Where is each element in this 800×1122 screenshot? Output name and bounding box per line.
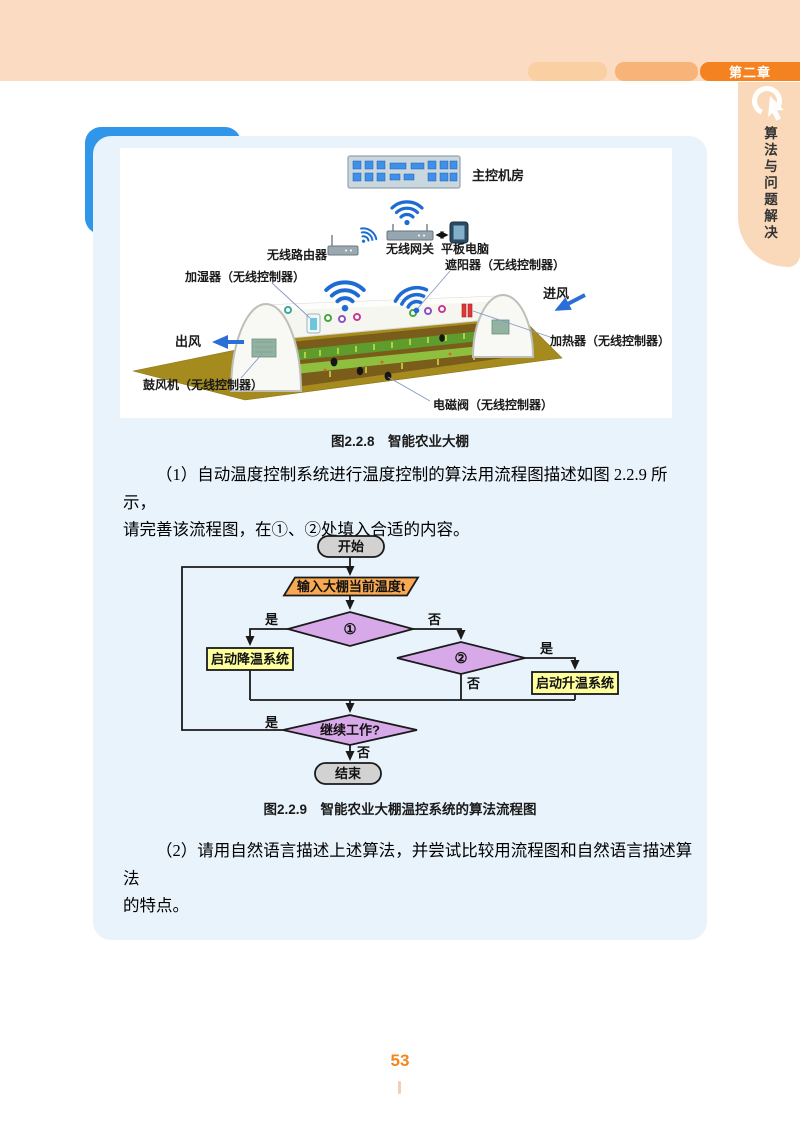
router-device xyxy=(327,235,359,256)
decision-2-label: ② xyxy=(455,651,468,667)
figure-caption-2-2-8: 图2.2.8 智能农业大棚 xyxy=(330,434,470,449)
blower-vent xyxy=(251,338,277,358)
side-tab-label: 算法与问题解决 xyxy=(762,126,777,242)
heat-node xyxy=(531,671,619,695)
cursor-click-icon xyxy=(752,86,784,121)
label-shade: 遮阳器（无线控制器） xyxy=(445,257,565,272)
question-1-line-1: （1）自动温度控制系统进行温度控制的算法用流程图描述如图 2.2.9 所示， xyxy=(123,465,668,512)
label-gateway: 无线网关 xyxy=(385,241,434,256)
question-1-line-2: 请完善该流程图，在①、②处填入合适的内容。 xyxy=(123,520,470,539)
end-label: 结束 xyxy=(335,766,362,781)
label-blower: 鼓风机（无线控制器） xyxy=(143,377,263,392)
page-number-tick xyxy=(398,1081,401,1094)
question-2: （2）请用自然语言描述上述算法，并尝试比较用流程图和自然语言描述算法 的特点。 xyxy=(123,837,693,920)
label-router: 无线路由器 xyxy=(266,247,328,262)
input-label: 输入大棚当前温度t xyxy=(297,579,406,594)
loop-node xyxy=(282,714,418,746)
header-tab-1 xyxy=(528,62,607,81)
gateway-device xyxy=(386,224,434,241)
right-arch xyxy=(471,294,535,358)
decision-1-node xyxy=(284,611,417,647)
flow-lines xyxy=(181,557,580,761)
decision-2-node xyxy=(396,641,526,675)
question-1: （1）自动温度控制系统进行温度控制的算法用流程图描述如图 2.2.9 所示， 请… xyxy=(123,461,693,544)
label-air-in: 进风 xyxy=(543,286,569,301)
figure-caption-2-2-9: 图2.2.9 智能农业大棚温控系统的算法流程图 xyxy=(263,802,537,817)
end-node xyxy=(314,762,382,785)
label-tablet: 平板电脑 xyxy=(441,241,489,256)
decision-1-label: ① xyxy=(344,622,357,638)
side-tab: 算法与问题解决 xyxy=(738,82,800,267)
label-heater: 加热器（无线控制器） xyxy=(549,333,670,348)
label-air-out: 出风 xyxy=(175,334,201,349)
heater-device xyxy=(461,303,473,318)
start-node xyxy=(317,535,385,558)
leader-lines xyxy=(240,270,551,402)
question-2-line-2: 的特点。 xyxy=(123,896,189,915)
no-1: 否 xyxy=(427,612,441,627)
wifi-icon-gateway xyxy=(390,200,424,227)
greenhouse-illustration: 主控机房 无线网关 平板电脑 遮阳器（无线控制器） 无线路由器 加湿器（无线控制… xyxy=(132,155,670,412)
cool-node xyxy=(206,647,294,671)
loop-label: 继续工作? xyxy=(320,723,380,738)
page-number: 53 xyxy=(390,1051,410,1070)
cool-label: 启动降温系统 xyxy=(211,652,289,667)
tablet-device xyxy=(449,221,469,244)
input-node xyxy=(282,576,420,597)
yes-2: 是 xyxy=(539,641,554,656)
temperature-flowchart: 开始 输入大棚当前温度t ① 启动降温系统 ② 启动升温系统 继续工作? 结束 … xyxy=(181,535,619,785)
wifi-icon-router xyxy=(353,224,380,249)
yes-1: 是 xyxy=(264,612,279,627)
question-2-line-1: （2）请用自然语言描述上述算法，并尝试比较用流程图和自然语言描述算法 xyxy=(123,841,693,888)
humidifier-device xyxy=(306,313,321,334)
yes-loop: 是 xyxy=(264,715,279,730)
heat-label: 启动升温系统 xyxy=(536,676,614,691)
server-rack xyxy=(347,155,461,189)
no-loop: 否 xyxy=(356,745,370,760)
start-label: 开始 xyxy=(338,539,364,554)
crop-field xyxy=(270,320,532,388)
label-server-room: 主控机房 xyxy=(472,168,524,183)
label-valve: 电磁阀（无线控制器） xyxy=(433,397,553,412)
header-tab-2 xyxy=(615,62,698,81)
air-in-arrow xyxy=(554,293,586,311)
label-humidifier: 加湿器（无线控制器） xyxy=(184,269,305,284)
chapter-label: 第二章 xyxy=(728,65,771,80)
chapter-tab: 第二章 xyxy=(700,62,800,81)
no-2: 否 xyxy=(466,676,480,691)
